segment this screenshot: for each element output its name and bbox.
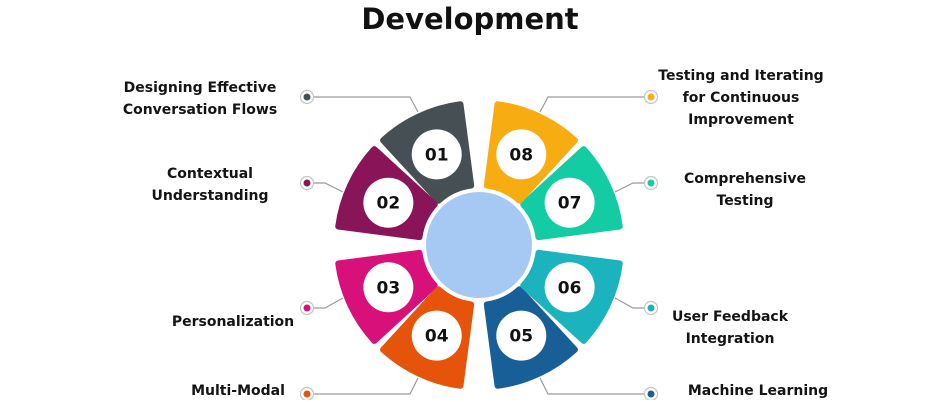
step-06-connector-dot-fill [647,304,655,312]
step-01-label-line: Designing Effective [123,80,277,96]
center-circle [426,192,532,298]
connector-lines [299,89,659,400]
step-02-connector-dot-fill [303,179,311,187]
step-02-label-line: Understanding [151,188,269,204]
step-06-label: User Feedback Integration [650,306,810,350]
step-02-badge [363,177,414,228]
step-01-label: Designing Effective Conversation Flows [110,77,290,121]
step-03-number: 03 [377,278,401,298]
step-01-connector [307,96,419,113]
step-04-number: 04 [425,327,449,347]
step-06-label-line: Integration [685,331,775,347]
step-07-connector-dot-fill [647,179,655,187]
step-06-number: 06 [558,278,582,298]
step-03-badge [363,262,414,313]
step-07-label: Comprehensive Testing [660,168,830,212]
step-02-label-line: Contextual [167,166,253,182]
step-08-label-line: Improvement [688,112,794,128]
step-07-badge [544,177,595,228]
step-08-badge [496,129,547,180]
step-06-label-line: User Feedback [671,309,789,325]
diagram-title: Development [361,2,579,36]
step-01-badge [411,129,462,180]
step-04-connector [307,377,419,395]
step-08-number: 08 [509,145,533,165]
step-04-connector-dot-fill [303,390,311,398]
step-08-connector-dot-fill [647,93,655,101]
step-07-label-line: Testing [716,193,774,209]
step-05-number: 05 [509,327,533,347]
step-07-label-line: Comprehensive [683,171,807,187]
step-04-label: Multi-Modal [158,380,318,402]
step-03-label-line: Personalization [171,314,295,330]
step-04-badge [411,310,462,361]
wheel-segments: 01 02 03 04 05 06 07 08 [335,101,623,389]
step-01-connector-dot-fill [303,93,311,101]
step-06-badge [544,262,595,313]
step-07-number: 07 [558,194,582,214]
step-01-number: 01 [425,145,449,165]
step-04-label-line: Multi-Modal [191,383,285,399]
step-03-connector-dot-fill [303,304,311,312]
step-02-label: Contextual Understanding [130,163,290,207]
step-05-label-line: Machine Learning [687,383,829,399]
step-08-connector [539,96,651,113]
step-05-connector-dot-fill [647,390,655,398]
step-08-label: Testing and Iterating for Continuous Imp… [646,65,836,131]
step-05-badge [496,310,547,361]
step-05-label: Machine Learning [670,380,846,402]
step-08-label-line: for Continuous [682,90,800,106]
step-08-label-line: Testing and Iterating [658,68,824,84]
step-02-number: 02 [377,194,401,214]
step-05-connector [539,377,651,395]
step-01-label-line: Conversation Flows [122,102,278,118]
step-03-label: Personalization [153,311,313,333]
